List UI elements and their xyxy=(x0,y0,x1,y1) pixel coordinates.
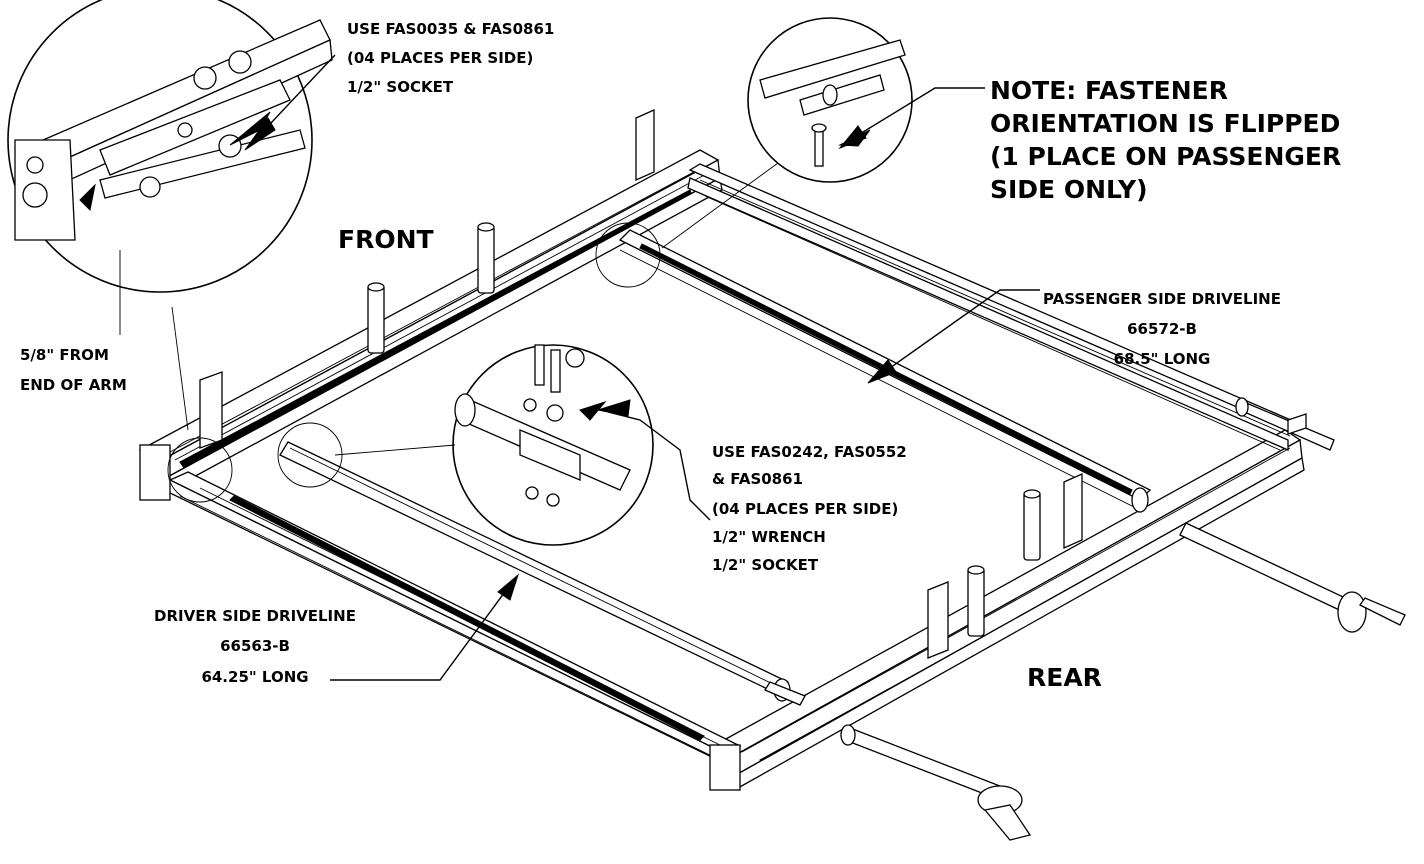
front-label: FRONT xyxy=(338,225,434,254)
rack-frame xyxy=(138,108,1406,841)
detail-circle-driveline-joint xyxy=(452,344,654,546)
passenger-driveline-label: PASSENGER SIDE DRIVELINE 66572-B 68.5" L… xyxy=(1043,290,1281,368)
mid-line4: 1/2" WRENCH xyxy=(712,528,826,546)
arm-offset-label: 5/8" FROM END OF ARM xyxy=(20,346,127,394)
passenger-side-rail xyxy=(687,163,1302,451)
detail-marker-driveline xyxy=(277,422,343,488)
driver-line2: 66563-B xyxy=(220,637,290,655)
rack-posts xyxy=(367,222,1041,637)
driver-line3: 64.25" LONG xyxy=(201,668,308,686)
mid-line5: 1/2" SOCKET xyxy=(712,556,819,574)
top-callout: USE FAS0035 & FAS0861 (04 PLACES PER SID… xyxy=(347,20,554,96)
mid-callout: USE FAS0242, FAS0552 & FAS0861 (04 PLACE… xyxy=(712,443,907,574)
rear-extension-arm xyxy=(840,397,1406,841)
note-line1: NOTE: FASTENER xyxy=(990,76,1228,105)
top-callout-line2: (04 PLACES PER SIDE) xyxy=(347,49,533,67)
driver-driveline-label: DRIVER SIDE DRIVELINE 66563-B 64.25" LON… xyxy=(154,607,356,686)
top-callout-line3: 1/2" SOCKET xyxy=(347,78,454,96)
note-line3: (1 PLACE ON PASSENGER xyxy=(990,142,1341,171)
note-line4: SIDE ONLY) xyxy=(990,175,1148,204)
mid-line2: & FAS0861 xyxy=(712,470,803,488)
arm-line1: 5/8" FROM xyxy=(20,346,109,364)
arm-line2: END OF ARM xyxy=(20,376,127,394)
detail-marker-passenger xyxy=(595,222,661,288)
top-callout-line1: USE FAS0035 & FAS0861 xyxy=(347,20,554,38)
mid-line3: (04 PLACES PER SIDE) xyxy=(712,500,898,518)
passenger-line3: 68.5" LONG xyxy=(1114,350,1211,368)
detail-circle-front-left xyxy=(7,0,333,293)
note-callout: NOTE: FASTENER ORIENTATION IS FLIPPED (1… xyxy=(990,76,1341,204)
rear-label: REAR xyxy=(1027,663,1102,692)
front-crossbar xyxy=(138,149,723,493)
passenger-line2: 66572-B xyxy=(1127,320,1197,338)
driver-line1: DRIVER SIDE DRIVELINE xyxy=(154,607,356,625)
passenger-line1: PASSENGER SIDE DRIVELINE xyxy=(1043,290,1281,308)
note-line2: ORIENTATION IS FLIPPED xyxy=(990,109,1340,138)
driver-driveline-shaft xyxy=(279,441,806,706)
rear-crossbar xyxy=(713,429,1305,789)
leader-detail-passenger xyxy=(661,162,779,249)
detail-marker-left xyxy=(167,437,233,503)
leader-detail-to-frame-left xyxy=(171,306,189,431)
mounting-brackets xyxy=(139,108,1307,791)
leader-detail-driveline xyxy=(334,444,456,456)
mid-line1: USE FAS0242, FAS0552 xyxy=(712,443,907,461)
detail-circle-passenger xyxy=(747,17,913,183)
leader-lines xyxy=(244,54,1040,681)
